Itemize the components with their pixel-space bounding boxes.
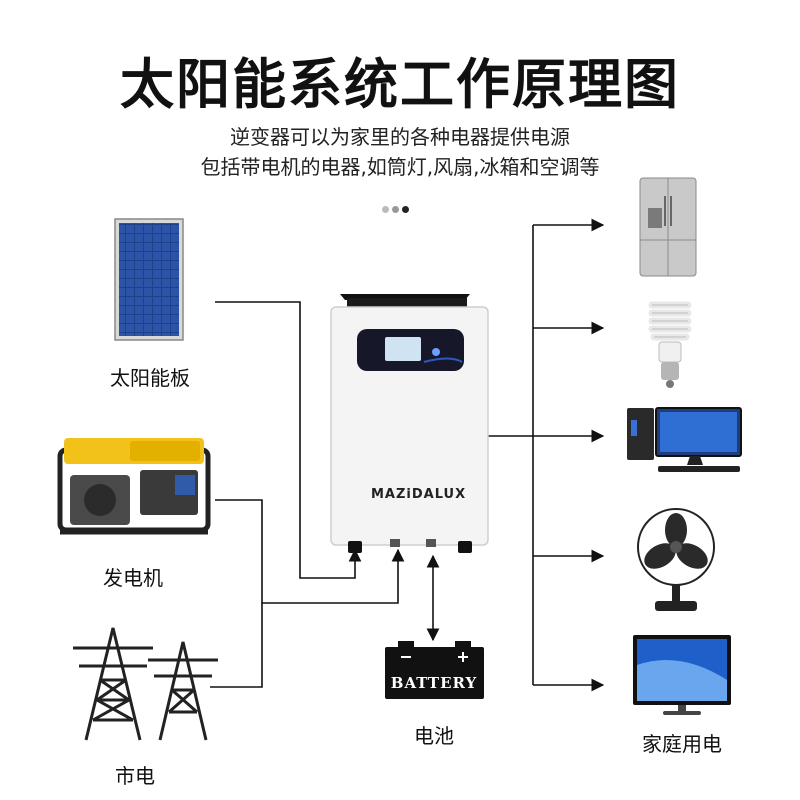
solar-panel-label: 太阳能板 [110,366,190,390]
subtitle-line-1: 逆变器可以为家里的各种电器提供电源 [230,125,570,149]
refrigerator-icon [639,177,697,277]
carousel-dot [382,206,389,213]
page-title: 太阳能系统工作原理图 [120,53,680,116]
inverter-icon [330,294,489,553]
generator-icon [57,438,211,535]
carousel-dot-active [402,206,409,213]
desktop-computer-icon [627,407,742,472]
tv-icon [633,635,731,715]
generator-label: 发电机 [103,566,163,590]
carousel-dots [382,198,412,217]
inverter-brand: MAZiDALUX [371,487,467,502]
solar-panel-icon [114,218,184,341]
carousel-dot [392,206,399,213]
battery-icon [385,641,484,699]
home-load-label: 家庭用电 [642,732,722,756]
grid-label: 市电 [115,764,155,788]
solar-line [215,301,362,579]
light-bulb-icon [648,301,692,388]
grid-line [210,603,263,688]
connection-lines [210,218,605,692]
fan-icon [637,508,715,611]
battery-label: 电池 [414,724,454,748]
power-tower-icon [73,627,218,741]
subtitle-line-2: 包括带电机的电器,如筒灯,风扇,冰箱和空调等 [200,155,600,179]
